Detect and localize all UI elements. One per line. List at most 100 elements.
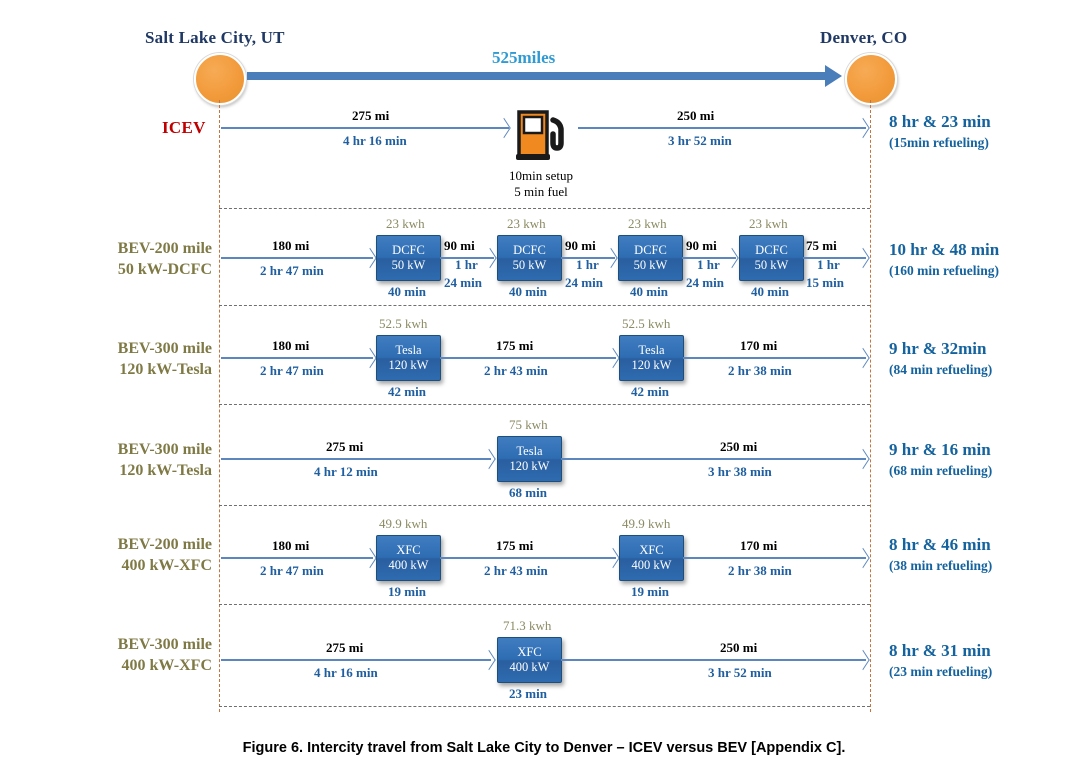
leg-distance: 175 mi: [496, 338, 534, 353]
leg-duration: 4 hr 16 min: [343, 133, 407, 148]
charger-box: DCFC 50 kW: [618, 235, 683, 281]
leg-line: [561, 458, 866, 460]
charger-box: Tesla 120 kW: [376, 335, 441, 381]
charger-time: 23 min: [509, 686, 547, 701]
charger-energy: 52.5 kwh: [622, 316, 671, 331]
destination-city-label: Denver, CO: [820, 28, 908, 47]
leg-arrow-head: [606, 347, 620, 369]
fuel-pump-note-fuel: 5 min fuel: [514, 184, 568, 199]
leg-distance: 170 mi: [740, 538, 778, 553]
row-separator: [219, 305, 870, 306]
total-refueling: (68 min refueling): [889, 463, 993, 478]
charger-energy: 23 kwh: [749, 216, 788, 231]
charger-power: 400 kW: [509, 660, 550, 674]
total-time: 9 hr & 16 min: [889, 440, 991, 459]
leg-duration-2: 24 min: [444, 275, 482, 290]
charger-box: DCFC 50 kW: [497, 235, 562, 281]
charger-power: 50 kW: [754, 258, 789, 272]
charger-time: 40 min: [630, 284, 668, 299]
charger-box: Tesla 120 kW: [619, 335, 684, 381]
charger-time: 68 min: [509, 485, 547, 500]
figure-caption: Figure 6. Intercity travel from Salt Lak…: [242, 740, 846, 756]
total-refueling: (84 min refueling): [889, 362, 993, 377]
leg-distance: 250 mi: [720, 439, 758, 454]
charger-box: DCFC 50 kW: [739, 235, 804, 281]
total-refueling: (160 min refueling): [889, 263, 999, 278]
row-separator: [219, 404, 870, 405]
leg-arrow-head: [363, 247, 377, 269]
route-arrow-line: [247, 72, 827, 80]
fuel-pump-icon: [516, 110, 564, 160]
leg-arrow-head: [856, 247, 870, 269]
leg-line: [440, 557, 616, 559]
row-label-bev-300-xfc: BEV-300 mile 400 kW-XFC: [40, 634, 212, 676]
leg-distance: 275 mi: [352, 108, 390, 123]
leg-arrow-head: [856, 117, 870, 139]
leg-duration: 1 hr: [697, 257, 720, 272]
leg-duration-2: 24 min: [686, 275, 724, 290]
total-distance-label: 525miles: [492, 48, 556, 67]
charger-power: 120 kW: [509, 459, 550, 473]
charger-power: 50 kW: [633, 258, 668, 272]
row-separator: [219, 604, 870, 605]
leg-duration: 2 hr 47 min: [260, 363, 324, 378]
charger-energy: 71.3 kwh: [503, 618, 552, 633]
charger-time: 42 min: [631, 384, 669, 399]
leg-line: [561, 257, 615, 259]
row-label-bev-300-tesla-b: BEV-300 mile 120 kW-Tesla: [40, 439, 212, 481]
charger-power: 50 kW: [512, 258, 547, 272]
destination-city-marker: [845, 53, 897, 105]
leg-arrow-head: [482, 448, 496, 470]
total-refueling: (23 min refueling): [889, 664, 993, 679]
row-separator: [219, 208, 870, 209]
row-total-bev-300-tesla-a: 9 hr & 32min (84 min refueling): [889, 339, 992, 380]
row-total-bev-200-dcfc: 10 hr & 48 min (160 min refueling): [889, 240, 999, 281]
leg-line: [221, 557, 373, 559]
leg-duration: 2 hr 47 min: [260, 563, 324, 578]
leg-distance: 90 mi: [444, 238, 475, 253]
leg-duration: 1 hr: [576, 257, 599, 272]
row-label-line1: BEV-300 mile: [117, 340, 212, 357]
total-time: 9 hr & 32min: [889, 339, 987, 358]
leg-distance: 250 mi: [677, 108, 715, 123]
leg-distance: 180 mi: [272, 238, 310, 253]
leg-distance: 170 mi: [740, 338, 778, 353]
row-label-line1: BEV-300 mile: [117, 636, 212, 653]
charger-box: Tesla 120 kW: [497, 436, 562, 482]
origin-city-label: Salt Lake City, UT: [145, 28, 285, 47]
charger-energy: 23 kwh: [507, 216, 546, 231]
leg-line: [221, 357, 373, 359]
row-label-bev-300-tesla-a: BEV-300 mile 120 kW-Tesla: [40, 338, 212, 380]
row-separator: [219, 706, 870, 707]
total-time: 8 hr & 23 min: [889, 112, 991, 131]
charger-energy: 49.9 kwh: [622, 516, 671, 531]
leg-arrow-head: [604, 247, 618, 269]
charger-box: XFC 400 kW: [497, 637, 562, 683]
charger-time: 19 min: [631, 584, 669, 599]
leg-line: [221, 257, 373, 259]
charger-name: XFC: [639, 543, 664, 557]
row-label-line2: 120 kW-Tesla: [119, 462, 212, 479]
leg-arrow-head: [856, 448, 870, 470]
leg-duration: 4 hr 12 min: [314, 464, 378, 479]
charger-energy: 75 kwh: [509, 417, 548, 432]
charger-power: 120 kW: [388, 358, 429, 372]
leg-duration: 2 hr 38 min: [728, 563, 792, 578]
charger-time: 40 min: [388, 284, 426, 299]
leg-distance: 90 mi: [686, 238, 717, 253]
leg-duration-2: 24 min: [565, 275, 603, 290]
leg-line: [221, 127, 509, 129]
leg-duration: 2 hr 43 min: [484, 563, 548, 578]
leg-duration: 2 hr 47 min: [260, 263, 324, 278]
leg-duration: 1 hr: [455, 257, 478, 272]
row-label-line1: BEV-200 mile: [117, 536, 212, 553]
origin-guide-line: [219, 100, 220, 712]
leg-line: [561, 659, 866, 661]
leg-arrow-head: [725, 247, 739, 269]
leg-duration: 2 hr 43 min: [484, 363, 548, 378]
leg-line: [221, 458, 491, 460]
row-label-icev: ICEV: [162, 118, 206, 137]
leg-arrow-head: [483, 247, 497, 269]
total-time: 8 hr & 31 min: [889, 641, 991, 660]
leg-duration: 3 hr 38 min: [708, 464, 772, 479]
